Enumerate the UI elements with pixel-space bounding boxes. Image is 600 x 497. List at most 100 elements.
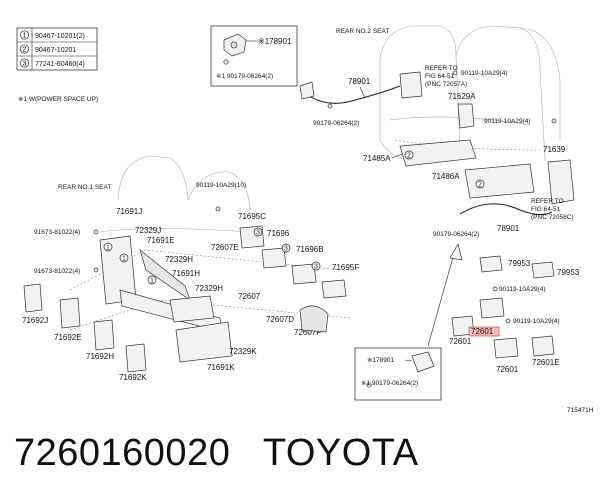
part-number: 90119-10A29(4) bbox=[499, 286, 546, 293]
latch-part bbox=[493, 337, 519, 359]
bracket-part bbox=[479, 255, 503, 273]
refer-note: REFER TO bbox=[425, 65, 458, 72]
part-number: 71692K bbox=[119, 373, 147, 382]
part-number: 71691E bbox=[147, 236, 175, 245]
callout-1: 1 bbox=[122, 256, 126, 263]
part-number: ※178901 bbox=[258, 37, 292, 46]
part-caption: 7260160020 TOYOTA bbox=[14, 432, 419, 474]
latch-part bbox=[531, 335, 555, 357]
bolt-icon bbox=[366, 382, 372, 388]
part-number: 71696B bbox=[296, 245, 324, 254]
release-cable bbox=[299, 85, 401, 104]
part-number: 90179-06264(2) bbox=[313, 120, 359, 127]
part-number: 72607 bbox=[238, 292, 261, 301]
part-number: 71692J bbox=[22, 316, 48, 325]
callout-2: 2 bbox=[478, 182, 482, 189]
part-number: 71695F bbox=[332, 263, 359, 272]
cover-parts-group: 3 3 3 bbox=[239, 225, 347, 333]
refer-note: (PNC 72057A) bbox=[425, 81, 467, 88]
inset-box-bottom: ※178901 ※1 90179-06264(2) bbox=[354, 347, 442, 401]
cover-part bbox=[457, 103, 475, 129]
part-number: 71485A bbox=[363, 154, 391, 163]
part-number: 90179-06264(2) bbox=[433, 231, 479, 238]
part-number: 78901 bbox=[348, 77, 371, 86]
bolt-icon bbox=[223, 59, 229, 65]
part-number: 78901 bbox=[497, 224, 520, 233]
legend-marker-2 bbox=[19, 44, 30, 54]
cover-part bbox=[93, 319, 115, 351]
part-number: 72607D bbox=[266, 315, 294, 324]
part-number: 71692E bbox=[54, 333, 82, 342]
part-number-highlighted: 72601 bbox=[471, 327, 494, 336]
part-number: 90119-10A29(10) bbox=[196, 182, 246, 189]
refer-note: REFER TO bbox=[531, 198, 564, 205]
part-number: ※1 90179-06264(2) bbox=[361, 380, 418, 387]
refer-note: FIG 64-51 bbox=[425, 73, 455, 80]
refer-note: FIG 64-51 bbox=[531, 206, 561, 213]
part-number: 90119-10A29(4) bbox=[484, 118, 531, 125]
cover-part bbox=[23, 283, 43, 313]
release-cable bbox=[459, 203, 553, 216]
legend-num: 1 bbox=[23, 33, 27, 40]
part-number: ※1 90179-06264(2) bbox=[216, 73, 273, 80]
refer-note: (PNC 72058C) bbox=[531, 214, 574, 221]
part-number: 71696 bbox=[267, 229, 290, 238]
part-number: 71695C bbox=[238, 212, 266, 221]
legend-code: 77241-60460(4) bbox=[35, 61, 85, 68]
section-title: REAR NO.2 SEAT bbox=[336, 28, 389, 35]
part-number: 71629A bbox=[448, 92, 476, 101]
part-number: 72329J bbox=[135, 226, 161, 235]
part-number: 72329H bbox=[165, 255, 193, 264]
callout-1: 1 bbox=[106, 245, 110, 252]
cover-part bbox=[59, 297, 81, 329]
part-number: 72607E bbox=[211, 243, 239, 252]
legend-num: 2 bbox=[23, 47, 27, 54]
part-number: 72329H bbox=[195, 284, 223, 293]
frame-part bbox=[399, 139, 477, 167]
hinge-part bbox=[547, 159, 575, 205]
callout-3: 3 bbox=[284, 246, 288, 253]
bracket-part bbox=[531, 261, 555, 279]
part-number: 91673-81022(4) bbox=[34, 268, 80, 275]
part-number: 71692H bbox=[86, 352, 114, 361]
base-bracket bbox=[175, 321, 233, 363]
rear-no2-seat-outline bbox=[379, 25, 561, 163]
legend-num: 3 bbox=[23, 61, 27, 68]
part-number: 72601E bbox=[532, 358, 560, 367]
part-number: 72601 bbox=[496, 365, 519, 374]
legend-frame bbox=[16, 27, 98, 71]
part-number: 71691K bbox=[207, 363, 235, 372]
part-number: 71639 bbox=[543, 145, 566, 154]
frame-part bbox=[464, 163, 535, 199]
seat-track-assembly: 1 1 1 bbox=[99, 235, 223, 333]
part-number: 79953 bbox=[557, 268, 580, 277]
latch-part bbox=[479, 297, 505, 319]
legend-marker-1 bbox=[19, 30, 30, 40]
callout-3: 3 bbox=[314, 264, 318, 271]
part-number: 71691J bbox=[116, 207, 142, 216]
latch-part bbox=[399, 71, 423, 99]
part-number: 72607F bbox=[294, 328, 321, 337]
callout-3: 3 bbox=[256, 230, 260, 237]
legend-code: 90467-10201 bbox=[35, 47, 76, 54]
part-number: 91673-81022(4) bbox=[34, 229, 80, 236]
section-title: REAR NO.1 SEAT bbox=[58, 184, 111, 191]
cover-part bbox=[125, 343, 147, 373]
part-number: 79953 bbox=[508, 259, 531, 268]
callout-1: 1 bbox=[150, 278, 154, 285]
legend-marker-3 bbox=[19, 58, 30, 68]
legend-table: 1 2 3 90467-10201(2) 90467-10201 77241-6… bbox=[16, 27, 98, 71]
figure-id: 715471H bbox=[567, 407, 594, 414]
part-number: 72601 bbox=[449, 337, 472, 346]
part-number: ※178901 bbox=[367, 357, 395, 364]
part-number: 72329K bbox=[229, 347, 257, 356]
inset-box-top: ※178901 ※1 90179-06264(2) bbox=[210, 25, 298, 87]
part-number: 90119-10A29(4) bbox=[461, 70, 508, 77]
rear-no1-seat-outline bbox=[69, 155, 351, 331]
part-number: 71691H bbox=[172, 269, 200, 278]
leader-arrow bbox=[427, 249, 456, 347]
part-number: 71486A bbox=[432, 172, 460, 181]
power-note: ※1 W(POWER SPACE UP) bbox=[18, 96, 98, 103]
callout-2: 2 bbox=[407, 153, 411, 160]
